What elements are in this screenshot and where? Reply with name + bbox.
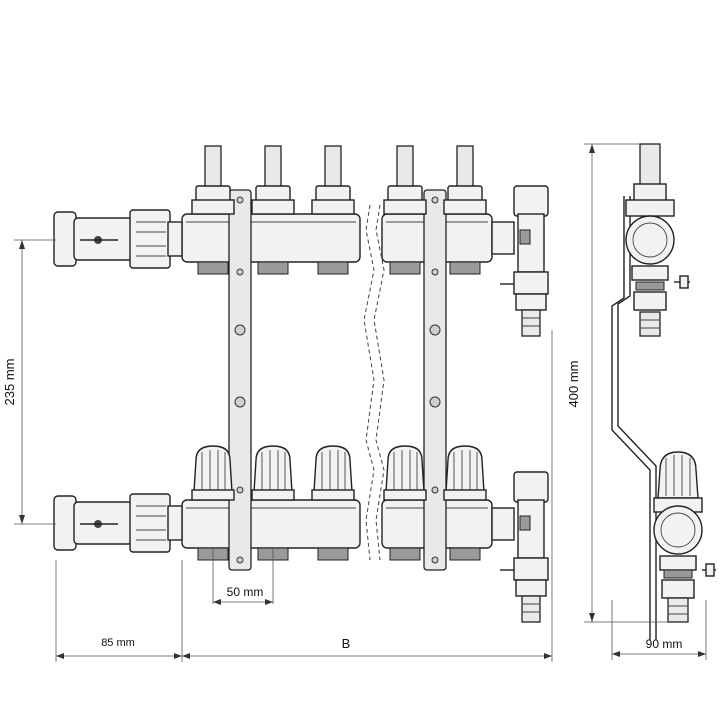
label-spacing: 50 mm <box>227 585 264 599</box>
dim-spacing <box>212 548 274 605</box>
valve-cap <box>383 445 427 561</box>
dim-height-left <box>14 239 56 525</box>
dim-bottom <box>55 330 553 662</box>
flow-meter <box>383 145 427 275</box>
valve-cap <box>191 445 235 561</box>
flow-meter <box>311 145 355 275</box>
flow-meter <box>251 145 295 275</box>
flow-meter <box>443 145 487 275</box>
bracket-left <box>228 189 252 571</box>
break-lines <box>363 204 385 561</box>
end-fitting-upper <box>491 185 549 337</box>
valve-cap <box>443 445 487 561</box>
end-fitting-lower <box>491 471 549 623</box>
inlet-valve-lower <box>53 493 183 553</box>
side-view <box>611 143 716 640</box>
flow-meter <box>191 145 235 275</box>
dim-depth <box>611 600 707 660</box>
valve-cap <box>311 445 355 561</box>
label-height-left: 235 mm <box>2 359 17 406</box>
bracket-right <box>423 189 447 571</box>
valve-cap <box>251 445 295 561</box>
label-total-height: 400 mm <box>566 361 581 408</box>
dim-total-height <box>584 143 668 623</box>
front-view <box>53 145 549 623</box>
label-bar-length: B <box>342 636 351 651</box>
valve-caps <box>191 445 487 561</box>
label-depth: 90 mm <box>646 637 683 651</box>
flow-meters <box>191 145 487 275</box>
inlet-valve-upper <box>53 209 183 269</box>
label-inlet-length: 85 mm <box>101 637 135 649</box>
